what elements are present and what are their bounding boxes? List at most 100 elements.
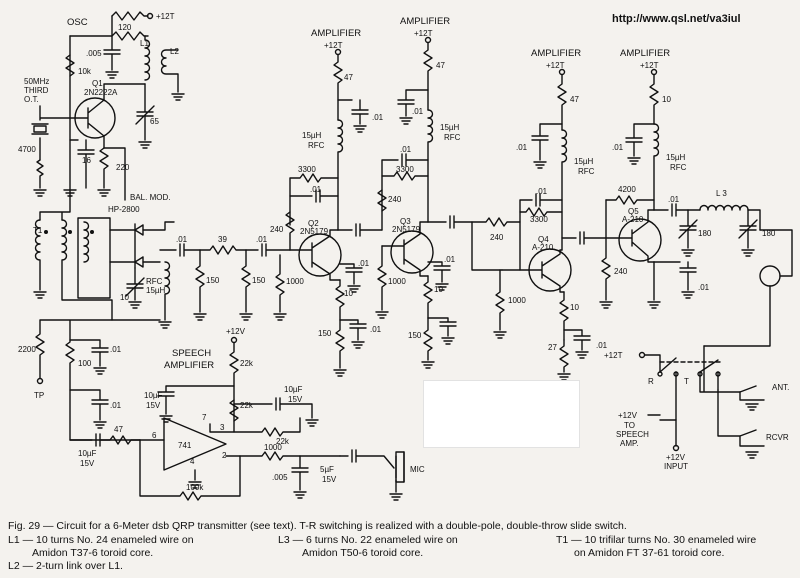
amp1-c01c-label: .01 bbox=[358, 259, 370, 268]
coupling-1-2 bbox=[337, 223, 383, 237]
amp4-c01a-label: .01 bbox=[612, 143, 624, 152]
amp2-r3300-label: 3300 bbox=[396, 165, 414, 174]
amp4-supply-label: +12T bbox=[640, 61, 659, 70]
amp2-r10-label: 10 bbox=[434, 285, 443, 294]
amp1-r1000-label: 1000 bbox=[286, 277, 304, 286]
pin-4-label: 4 bbox=[190, 457, 195, 466]
amp3-r27-label: 27 bbox=[548, 343, 557, 352]
c-10uf-b-label: 10µF bbox=[144, 391, 163, 400]
amp2-r1000-label: 1000 bbox=[388, 277, 406, 286]
amp4-c01c-label: .01 bbox=[698, 283, 710, 292]
pin-2-label: 2 bbox=[222, 451, 227, 460]
r-220-label: 220 bbox=[116, 163, 130, 172]
q2-type-label: 2N5179 bbox=[300, 227, 329, 236]
amp3-r240-label: 240 bbox=[490, 233, 504, 242]
r-speech-47b-label: 22k bbox=[240, 359, 254, 368]
figure-caption: Fig. 29 — Circuit for a 6-Meter dsb QRP … bbox=[8, 520, 794, 573]
mod-rfc-value-label: 15µH bbox=[146, 286, 166, 295]
op-amp-741 bbox=[163, 417, 227, 471]
speech-heading-2: AMPLIFIER bbox=[164, 360, 214, 371]
c-speech-01b-label: .01 bbox=[110, 401, 122, 410]
amp-label: AMP. bbox=[620, 439, 639, 448]
c-10-label: 10 bbox=[120, 293, 129, 302]
switch-r-label: R bbox=[648, 377, 654, 386]
amp4-rfc-value-label: 15µH bbox=[666, 153, 686, 162]
amp1-r3300-label: 3300 bbox=[298, 165, 316, 174]
mic-jack bbox=[395, 451, 405, 483]
tp-label: TP bbox=[34, 391, 44, 400]
pin-3-label: 3 bbox=[220, 423, 225, 432]
amp1-c01d-label: .01 bbox=[370, 325, 382, 334]
caption-l1b: Amidon T37-6 toroid core. bbox=[32, 547, 154, 559]
amp3-stage: 47 .01 15µH RFC .01 3300 240 Q4 A-210 10… bbox=[490, 68, 608, 381]
caption-figure: Fig. 29 — Circuit for a 6-Meter dsb QRP … bbox=[8, 520, 627, 532]
r-100-label: 100 bbox=[78, 359, 92, 368]
caption-t1: T1 — 10 trifilar turns No. 30 enameled w… bbox=[556, 534, 757, 546]
tr-12t-label: +12T bbox=[604, 351, 623, 360]
amp2-r240-label: 240 bbox=[388, 195, 402, 204]
r-2200-label: 2200 bbox=[18, 345, 36, 354]
q5-type-label: A-210 bbox=[622, 215, 644, 224]
r-10k-label: 10k bbox=[78, 67, 92, 76]
q1-type-label: 2N2222A bbox=[84, 88, 118, 97]
q3-transistor bbox=[390, 230, 434, 274]
crystal-mode-label: THIRD bbox=[24, 86, 49, 95]
c-10uf-b-voltage-label: 15V bbox=[146, 401, 161, 410]
l1-label: L1 bbox=[140, 39, 149, 48]
crystal-overtone-label: O.T. bbox=[24, 95, 39, 104]
r-39-label: 39 bbox=[218, 235, 227, 244]
bal-mod-heading: BAL. MOD. bbox=[130, 193, 170, 202]
amp1-rfc-label: RFC bbox=[308, 141, 325, 150]
speech-supply-label: +12V bbox=[226, 327, 246, 336]
r-speech-47-label: 47 bbox=[114, 425, 123, 434]
amp2-c01b-label: .01 bbox=[400, 145, 412, 154]
amp2-c01a-label: .01 bbox=[412, 107, 424, 116]
c-180b-label: 180 bbox=[762, 229, 776, 238]
coupling-2-3 bbox=[427, 215, 521, 339]
c-mod-01b-label: .01 bbox=[256, 235, 268, 244]
amp4-c01b-label: .01 bbox=[668, 195, 680, 204]
oscillator-section: OSC +12T 120 .005 10k L1 L2 Q1 2N2222A 5… bbox=[18, 11, 185, 202]
ant-label: ANT. bbox=[772, 383, 789, 392]
amp4-r4200-label: 4200 bbox=[618, 185, 636, 194]
c-10uf-a-voltage-label: 15V bbox=[80, 459, 95, 468]
r-150a-label: 150 bbox=[206, 276, 220, 285]
osc-supply-label: +12T bbox=[156, 12, 175, 21]
switch-t-label: T bbox=[684, 377, 689, 386]
amp4-r10-label: 10 bbox=[662, 95, 671, 104]
c-65-label: 65 bbox=[150, 117, 159, 126]
speech-amplifier-section: SPEECH AMPLIFIER +12V 2200 TP 100 .01 .0… bbox=[18, 319, 425, 501]
tr-12v-label: +12V bbox=[618, 411, 638, 420]
speech-heading-1: SPEECH bbox=[172, 348, 211, 359]
q3-type-label: 2N5179 bbox=[392, 225, 421, 234]
t1-label: T1 bbox=[33, 226, 43, 235]
amp1-c01a-label: .01 bbox=[372, 113, 384, 122]
amp4-stage: 10 .01 15µH RFC 4200 Q5 A-210 .01 .01 L … bbox=[605, 68, 793, 347]
c-speech-005-label: .005 bbox=[272, 473, 288, 482]
amp1-supply-label: +12T bbox=[324, 41, 343, 50]
c-5uf-voltage-label: 15V bbox=[322, 475, 337, 484]
r-speech-1000-label: 1000 bbox=[264, 443, 282, 452]
amplifier-headings: AMPLIFIER AMPLIFIER AMPLIFIER AMPLIFIER … bbox=[311, 16, 670, 70]
amp1-rfc-value-label: 15µH bbox=[302, 131, 322, 140]
input-label: INPUT bbox=[664, 462, 688, 471]
q5-label: Q5 bbox=[628, 207, 639, 216]
amp1-r10-label: 10 bbox=[344, 289, 353, 298]
caption-t1b: on Amidon FT 37-61 toroid core. bbox=[574, 547, 725, 559]
amp3-rfc-label: RFC bbox=[578, 167, 595, 176]
c-speech-01a-label: .01 bbox=[110, 345, 122, 354]
amp2-rfc-value-label: 15µH bbox=[440, 123, 460, 132]
blank-region bbox=[423, 380, 580, 448]
caption-l2: L2 — 2-turn link over L1. bbox=[8, 560, 123, 572]
r-22k-b-label: 22k bbox=[276, 437, 290, 446]
pin-6-label: 6 bbox=[152, 431, 157, 440]
t1-transformer-box bbox=[77, 217, 111, 299]
mic-label: MIC bbox=[410, 465, 425, 474]
amp3-r47-label: 47 bbox=[570, 95, 579, 104]
amp4-heading: AMPLIFIER bbox=[620, 48, 670, 59]
op-amp-label: 741 bbox=[178, 441, 192, 450]
amp2-stage: 47 .01 15µH RFC .01 3300 240 Q3 2N5179 1… bbox=[375, 36, 461, 369]
crystal-freq-label: 50MHz bbox=[24, 77, 49, 86]
